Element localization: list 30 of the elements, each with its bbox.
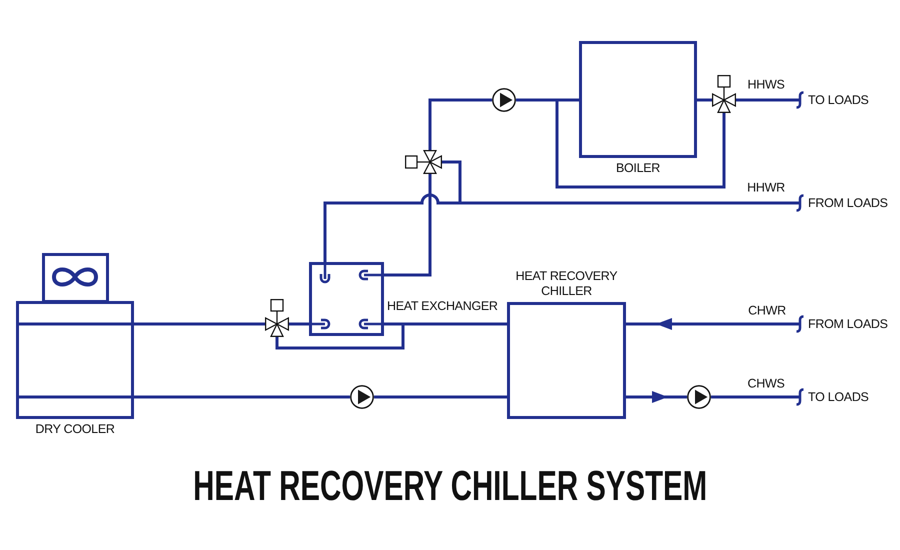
equipment-label: HEAT RECOVERY CHILLER <box>514 269 618 299</box>
pipe-line <box>134 396 350 398</box>
equipment-label: BOILER <box>616 161 660 176</box>
pump-symbol <box>350 385 374 409</box>
three-way-valve <box>265 299 289 337</box>
destination-label: TO LOADS <box>808 92 869 108</box>
pump-symbol <box>687 385 711 409</box>
destination-label: FROM LOADS <box>808 196 888 210</box>
three-way-valve <box>405 150 442 174</box>
pipe-line <box>289 322 309 326</box>
pipe-line <box>736 98 795 102</box>
pipe-line <box>626 391 687 403</box>
pipe-line <box>516 98 726 188</box>
equipment-label: HEAT EXCHANGER <box>387 299 498 314</box>
pipe-line <box>374 396 507 398</box>
pump-symbol <box>492 88 516 112</box>
diagram-title: HEAT RECOVERY CHILLER SYSTEM <box>193 462 707 510</box>
pipe-line <box>442 160 795 204</box>
pipe-line <box>276 324 404 350</box>
equipment-label: DRY COOLER <box>35 422 115 437</box>
three-way-valve <box>712 75 736 113</box>
pipe-line <box>711 396 795 398</box>
destination-label: FROM LOADS <box>808 316 888 332</box>
pipe-line <box>428 98 492 150</box>
pipe-line <box>134 322 265 326</box>
pipe-line <box>626 318 795 330</box>
pipe-line <box>384 174 432 276</box>
pipe-line <box>697 98 712 102</box>
destination-label: TO LOADS <box>808 390 869 404</box>
pipe-line <box>384 322 507 326</box>
